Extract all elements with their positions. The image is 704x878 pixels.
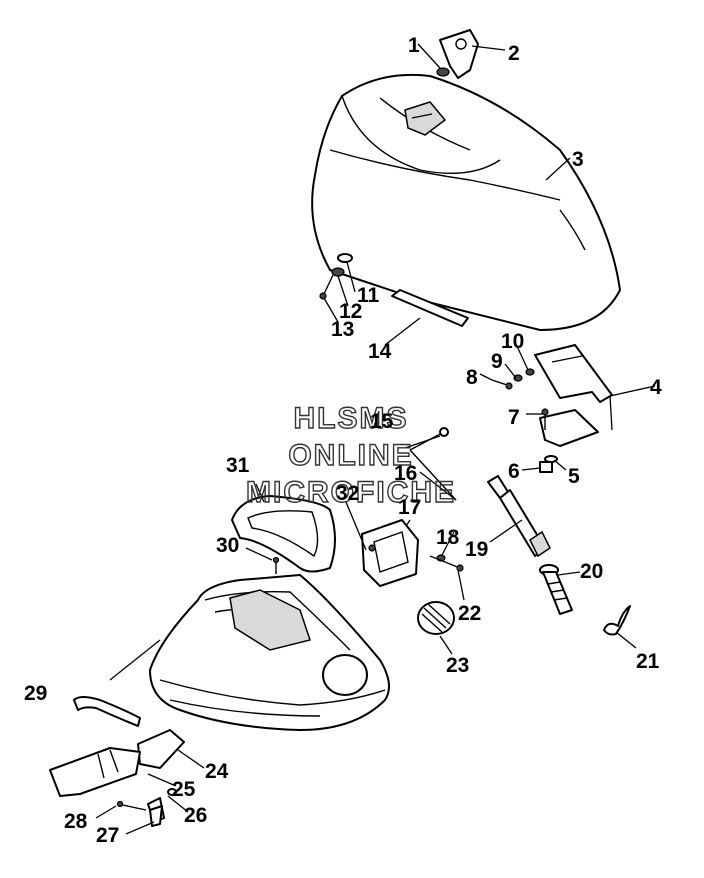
- callout-3: 3: [572, 148, 584, 171]
- callout-8: 8: [466, 366, 478, 389]
- watermark-line-1: HLSMS: [294, 402, 409, 435]
- part-26-o-ring: [167, 788, 177, 796]
- part-9-nut: [513, 374, 523, 382]
- part-22-screw: [429, 555, 464, 572]
- part-10-washer: [525, 368, 535, 376]
- callout-25: 25: [172, 778, 196, 801]
- part-4-hinge-bracket: [534, 344, 613, 447]
- callout-5: 5: [568, 465, 580, 488]
- callout-29: 29: [24, 682, 47, 705]
- part-11-washer: [337, 253, 353, 263]
- callout-7: 7: [508, 406, 520, 429]
- leader-lines: [95, 43, 656, 835]
- part-19-gas-strut: [487, 475, 551, 558]
- callout-labels: 1 2 3 4 5 6 7 8 9 10 11 12 13 14 15 16 1…: [24, 34, 662, 847]
- callout-1: 1: [408, 34, 420, 57]
- part-21-clip: [603, 605, 631, 636]
- callout-12: 12: [339, 300, 362, 323]
- callout-31: 31: [226, 454, 250, 477]
- leader-29-body: [109, 639, 161, 681]
- callout-15: 15: [370, 410, 394, 433]
- part-30-screw: [272, 556, 280, 574]
- part-31-bezel: [231, 495, 336, 573]
- callout-17: 17: [398, 496, 421, 519]
- callout-20: 20: [580, 560, 603, 583]
- part-29-handle: [73, 696, 141, 727]
- console-body: [149, 574, 390, 731]
- part-1-nut: [436, 67, 450, 77]
- callout-2: 2: [508, 42, 520, 65]
- part-17-gauge-panel: [361, 519, 419, 587]
- callout-28: 28: [64, 810, 88, 833]
- part-27-bracket: [149, 805, 163, 827]
- callout-26: 26: [184, 804, 207, 827]
- callout-4: 4: [650, 376, 662, 399]
- part-7-bolt: [541, 408, 549, 430]
- part-28-screw: [116, 800, 147, 811]
- part-6-nut: [539, 461, 553, 473]
- callout-30: 30: [216, 534, 239, 557]
- part-8-bolt: [491, 379, 513, 390]
- part-12-washer: [331, 267, 345, 277]
- part-3-hood: [311, 73, 621, 331]
- part-2-latch-bracket: [439, 29, 479, 79]
- callout-16: 16: [394, 462, 417, 485]
- part-20-filler-spring: [539, 564, 573, 615]
- part-25-tube: [49, 747, 141, 797]
- callout-9: 9: [491, 350, 503, 373]
- watermark-line-2: ONLINE: [288, 439, 413, 472]
- callout-22: 22: [458, 602, 481, 625]
- callout-23: 23: [446, 654, 469, 677]
- callout-13: 13: [331, 318, 354, 341]
- part-23-cap: [417, 601, 455, 635]
- watermark: HLSMS ONLINE MICROFICHE: [245, 401, 456, 509]
- part-14-strap: [391, 289, 469, 327]
- callout-24: 24: [205, 760, 229, 783]
- part-13-screw: [319, 274, 334, 300]
- callout-6: 6: [508, 460, 520, 483]
- callout-32: 32: [336, 482, 359, 505]
- callout-21: 21: [636, 650, 660, 673]
- watermark-line-3: MICROFICHE: [246, 476, 456, 509]
- callout-11: 11: [357, 284, 380, 307]
- part-24-sleeve: [137, 729, 185, 769]
- callout-18: 18: [436, 526, 460, 549]
- callout-14: 14: [368, 340, 392, 363]
- callout-19: 19: [465, 538, 488, 561]
- callout-10: 10: [501, 330, 524, 353]
- callout-27: 27: [96, 824, 119, 847]
